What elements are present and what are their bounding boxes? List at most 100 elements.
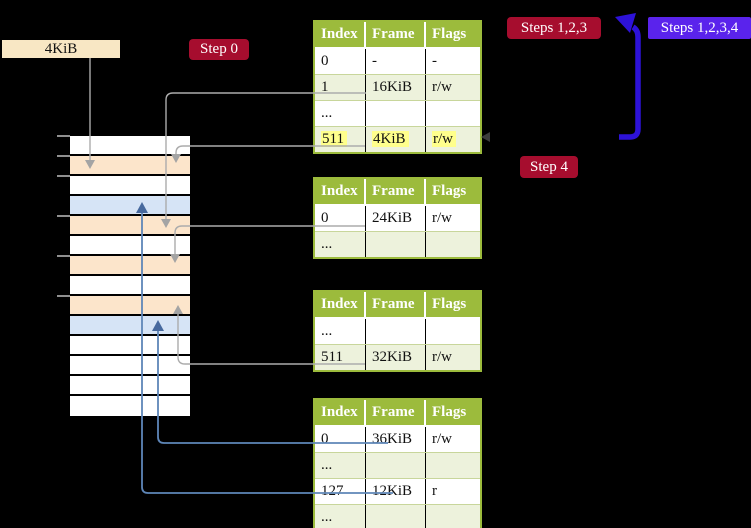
page-size-label: 4KiB xyxy=(2,40,120,58)
memory-row xyxy=(70,376,190,396)
table-row-highlighted: 511 4KiB r/w xyxy=(315,127,480,152)
table-row: 0 24KiB r/w xyxy=(315,206,480,232)
steps1234-badge: Steps 1,2,3,4 xyxy=(648,17,751,39)
steps123-badge: Steps 1,2,3 xyxy=(507,17,601,39)
cell-flags: r/w xyxy=(432,349,452,365)
address-tick xyxy=(57,255,70,257)
page-table-3: Index Frame Flags ... 511 32KiB r/w xyxy=(313,290,482,372)
address-tick xyxy=(57,175,70,177)
memory-row-pagetable xyxy=(70,256,190,276)
cell-flags xyxy=(426,232,480,257)
cell-frame: 36KiB xyxy=(366,427,426,452)
memory-row-datapage xyxy=(70,196,190,216)
table-row: 0 36KiB r/w xyxy=(315,427,480,453)
cell-index: ... xyxy=(315,505,366,528)
highlight: r/w xyxy=(432,131,456,147)
step0-badge: Step 0 xyxy=(189,39,249,60)
cell-frame xyxy=(366,505,426,528)
cell-flags xyxy=(426,319,480,344)
table-header-row: Index Frame Flags xyxy=(315,22,480,49)
cell-index: 1 xyxy=(315,75,366,100)
column-header-index: Index xyxy=(315,22,366,47)
cell-flags: r/w xyxy=(432,431,452,447)
table-row-ellipsis: ... xyxy=(315,319,480,345)
memory-row xyxy=(70,276,190,296)
memory-row xyxy=(70,336,190,356)
cell-frame: 12KiB xyxy=(366,479,426,504)
memory-row xyxy=(70,136,190,156)
highlight: 511 xyxy=(321,131,347,147)
cell-frame: 16KiB xyxy=(366,75,426,100)
address-tick xyxy=(57,215,70,217)
table-row-ellipsis: ... xyxy=(315,453,480,479)
column-header-frame: Frame xyxy=(366,292,426,317)
memory-row xyxy=(70,236,190,256)
step4-badge: Step 4 xyxy=(520,156,578,178)
cell-flags: - xyxy=(432,53,437,69)
cell-frame xyxy=(366,232,426,257)
address-tick xyxy=(57,295,70,297)
table-row: 1 16KiB r/w xyxy=(315,75,480,101)
big-steps-arrow xyxy=(619,24,641,140)
cell-index: ... xyxy=(315,319,366,344)
column-header-frame: Frame xyxy=(366,22,426,47)
cell-index: ... xyxy=(315,101,366,126)
physical-memory-column xyxy=(70,136,190,416)
cell-index: ... xyxy=(315,232,366,257)
cell-frame: 32KiB xyxy=(366,345,426,370)
cell-index: 0 xyxy=(315,427,366,452)
column-header-index: Index xyxy=(315,179,366,204)
memory-row-pagetable xyxy=(70,296,190,316)
page-table-2: Index Frame Flags 0 24KiB r/w ... xyxy=(313,177,482,259)
cell-index: 511 xyxy=(315,127,366,152)
table-row-ellipsis: ... xyxy=(315,232,480,257)
table-header-row: Index Frame Flags xyxy=(315,400,480,427)
cell-flags xyxy=(426,453,480,478)
cell-flags: r/w xyxy=(426,127,480,152)
table-row: 127 12KiB r xyxy=(315,479,480,505)
cell-index: ... xyxy=(315,453,366,478)
table-header-row: Index Frame Flags xyxy=(315,179,480,206)
column-header-flags: Flags xyxy=(432,404,467,420)
big-steps-arrowhead-icon xyxy=(615,13,636,33)
memory-row-pagetable xyxy=(70,216,190,236)
cell-frame: 24KiB xyxy=(366,206,426,231)
page-table-4: Index Frame Flags 0 36KiB r/w ... 127 12… xyxy=(313,398,482,528)
arrowhead-left-icon xyxy=(481,132,490,142)
cell-index: 0 xyxy=(315,206,366,231)
column-header-frame: Frame xyxy=(366,400,426,425)
memory-row-datapage xyxy=(70,316,190,336)
table-row-ellipsis: ... xyxy=(315,505,480,528)
column-header-flags: Flags xyxy=(432,296,467,312)
cell-frame xyxy=(366,319,426,344)
memory-row xyxy=(70,176,190,196)
cell-index: 127 xyxy=(315,479,366,504)
cell-frame xyxy=(366,101,426,126)
table-header-row: Index Frame Flags xyxy=(315,292,480,319)
highlight: 4KiB xyxy=(372,131,409,147)
cell-index: 511 xyxy=(315,345,366,370)
page-table-1: Index Frame Flags 0 - - 1 16KiB r/w ... … xyxy=(313,20,482,154)
address-tick xyxy=(57,155,70,157)
cell-frame: - xyxy=(366,49,426,74)
cell-flags: r/w xyxy=(432,210,452,226)
table-row: 0 - - xyxy=(315,49,480,75)
address-tick xyxy=(57,135,70,137)
memory-row xyxy=(70,396,190,416)
cell-flags: r xyxy=(432,483,437,499)
cell-flags: r/w xyxy=(432,79,452,95)
column-header-index: Index xyxy=(315,400,366,425)
cell-frame xyxy=(366,453,426,478)
column-header-flags: Flags xyxy=(432,183,467,199)
memory-row xyxy=(70,356,190,376)
cell-flags xyxy=(426,505,480,528)
column-header-flags: Flags xyxy=(432,26,467,42)
cell-index: 0 xyxy=(315,49,366,74)
cell-flags xyxy=(426,101,480,126)
column-header-frame: Frame xyxy=(366,179,426,204)
column-header-index: Index xyxy=(315,292,366,317)
cell-frame: 4KiB xyxy=(366,127,426,152)
table-row: 511 32KiB r/w xyxy=(315,345,480,370)
table-row-ellipsis: ... xyxy=(315,101,480,127)
